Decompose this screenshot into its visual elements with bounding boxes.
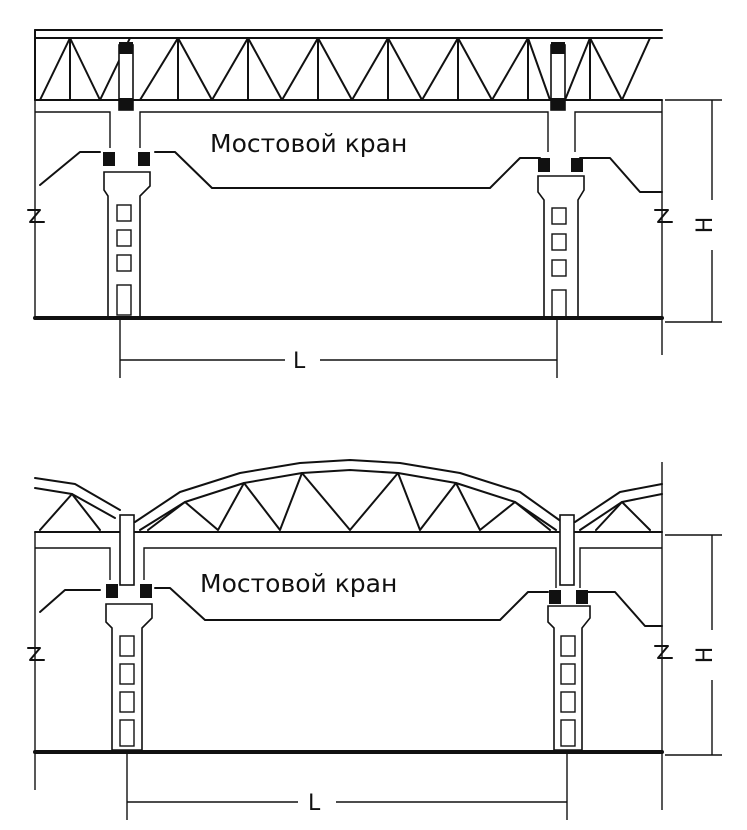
diagram-flat-truss: Мостовой кран L H [27,29,722,378]
span-dimension-2 [126,754,568,820]
truss-node-right [551,42,565,54]
wall-right-outline [574,111,662,152]
truss-web-left [39,37,131,101]
break-mark-left-2 [27,647,45,661]
arch-right-partial-inner [579,493,663,531]
crane-rail-left-b-2 [140,584,152,598]
column-lower-right-2 [547,605,591,751]
truss-node-right-bottom [551,98,565,110]
arch-left-partial-inner [34,487,116,519]
crane-left-slope [39,151,101,186]
height-dimension [665,99,722,323]
arch-web [147,472,551,531]
diagram-arched-truss: Мостовой кран L H [27,459,722,820]
truss-node-left-bottom [119,98,133,110]
truss-verticals [69,37,591,101]
arch-left-partial [34,477,121,511]
wall-right-outline-2 [579,547,662,588]
span-label: L [293,349,306,374]
arch-right-web [595,501,651,531]
crane-bridge-outline [154,151,541,189]
ceiling-outline-2 [143,547,557,588]
crane-rail-right-b [571,158,583,172]
crane-rail-right-a-2 [549,590,561,604]
height-label-2: H [693,647,718,664]
crane-label: Мостовой кран [210,129,407,158]
column-lower-right [537,175,585,319]
arch-right-partial [574,483,663,523]
break-mark-right-2 [654,645,673,659]
span-dimension [119,320,558,378]
truss-node-left [119,42,133,54]
ceiling-outline [139,111,549,152]
crane-bridge-outline-2 [154,587,549,621]
wall-left-outline-2 [35,547,111,580]
truss-web-right [564,37,651,101]
truss-web-middle [139,37,551,101]
height-dimension-2 [665,534,722,756]
crane-rail-left-b [138,152,150,166]
arch-top-chord-inner [139,469,557,531]
column-upper-right-2 [559,514,575,586]
column-lower-left [103,171,151,319]
crane-label-2: Мостовой кран [200,569,397,598]
crane-right-slope-2 [587,591,663,627]
column-lower-left-2 [105,603,153,751]
crane-right-slope [579,157,663,193]
crane-left-slope-2 [39,589,101,613]
arch-left-web [39,493,101,531]
column-upper-left-2 [119,514,135,586]
span-label-2: L [308,791,321,816]
height-label: H [693,217,718,234]
break-mark-left [27,209,45,223]
crane-rail-left-a-2 [106,584,118,598]
wall-left-outline [35,111,111,148]
arch-top-chord [134,459,563,523]
crane-rail-left-a [103,152,115,166]
crane-rail-right-b-2 [576,590,588,604]
crane-rail-right-a [538,158,550,172]
break-mark-right [654,209,673,223]
